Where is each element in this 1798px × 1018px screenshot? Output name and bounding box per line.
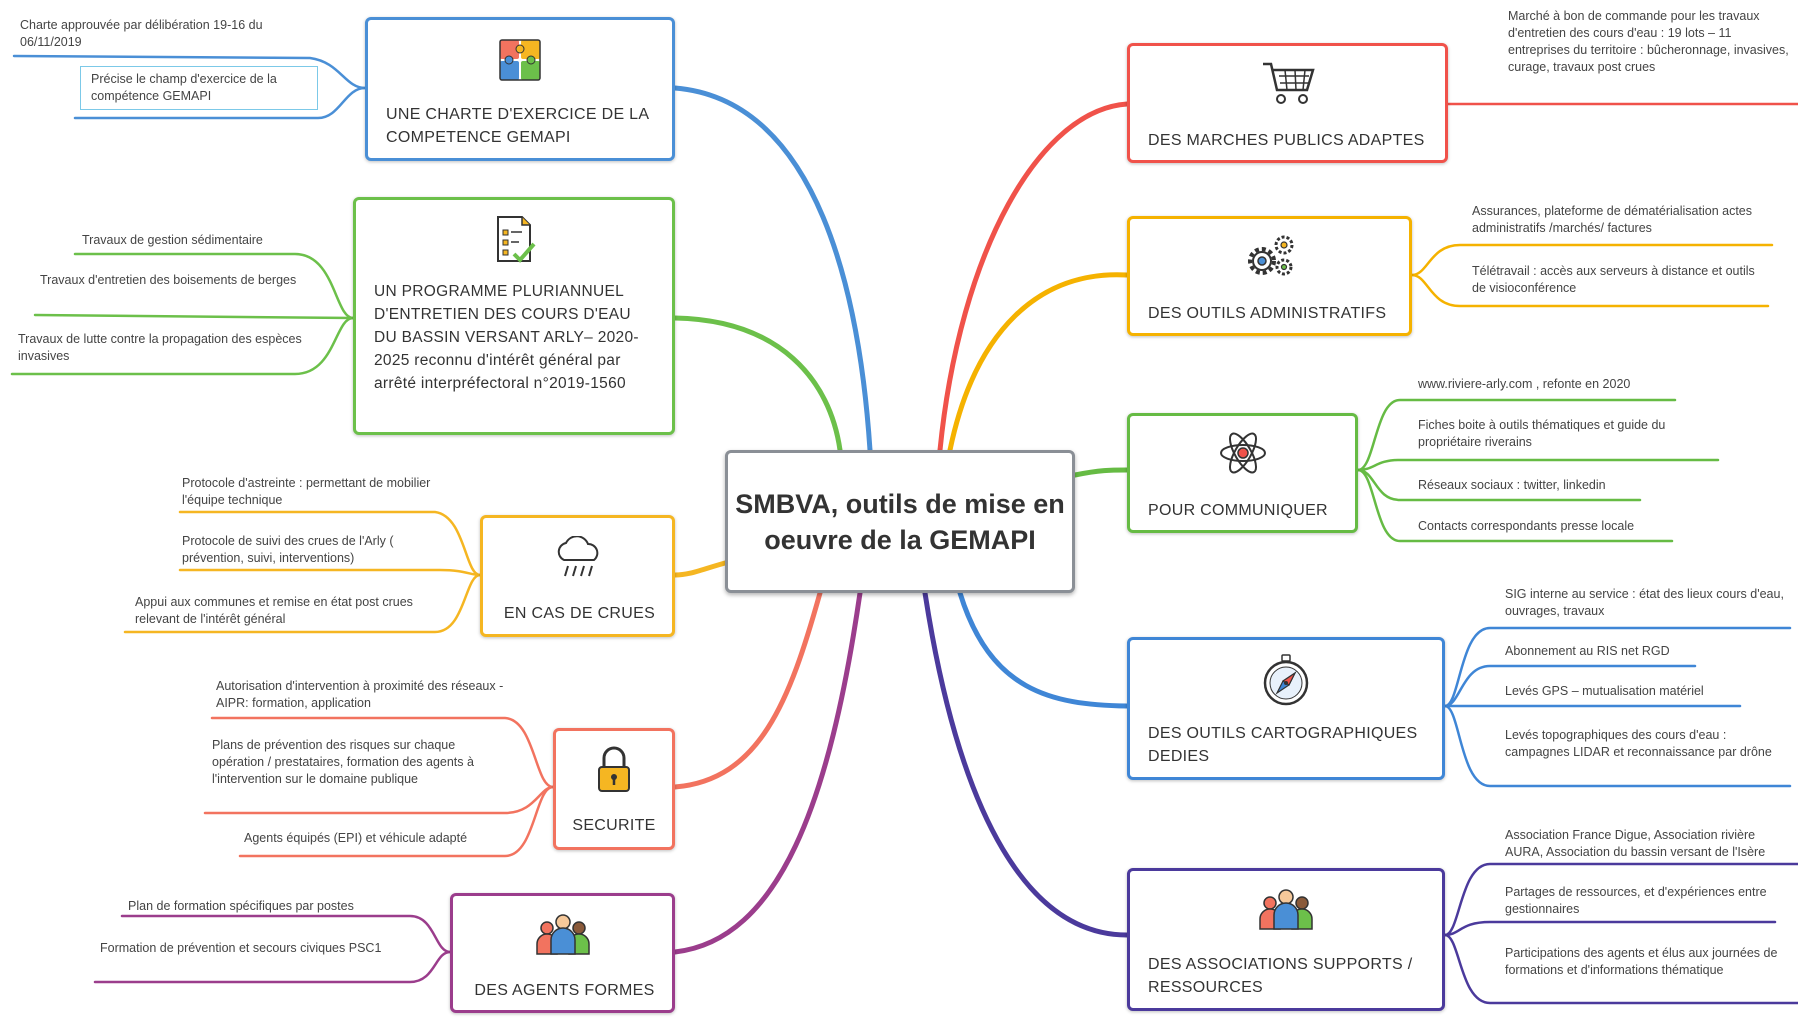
shopping-cart-icon: [1262, 62, 1315, 104]
branch-admin-title: DES OUTILS ADMINISTRATIFS: [1148, 305, 1387, 322]
padlock-icon: [598, 746, 630, 792]
branch-agents-title: DES AGENTS FORMES: [474, 982, 655, 999]
branch-charte[interactable]: UNE CHARTE D'EXERCICE DE LA COMPETENCE G…: [365, 17, 675, 161]
team-icon: [535, 914, 590, 955]
branch-communiquer[interactable]: POUR COMMUNIQUER: [1127, 413, 1358, 533]
puzzle-icon: [499, 39, 541, 81]
branch-crues-title: EN CAS DE CRUES: [503, 605, 656, 622]
link-communiquer: [1072, 467, 1130, 478]
link-charte: [672, 85, 873, 453]
branch-marches-title: DES MARCHES PUBLICS ADAPTES: [1148, 132, 1425, 149]
link-associations: [922, 590, 1130, 938]
link-crues: [672, 560, 728, 578]
branch-associations[interactable]: DES ASSOCIATIONS SUPPORTS / RESSOURCES: [1127, 868, 1445, 1011]
branch-marches[interactable]: DES MARCHES PUBLICS ADAPTES: [1127, 43, 1448, 163]
branch-admin[interactable]: DES OUTILS ADMINISTRATIFS: [1127, 216, 1412, 336]
leaf-charte-2[interactable]: Précise le champ d'exercice de la compét…: [80, 66, 318, 110]
leaf-securite-3[interactable]: Agents équipés (EPI) et véhicule adapté: [244, 831, 468, 845]
leaf-charte-1[interactable]: Charte approuvée par délibération 19-16 …: [20, 18, 263, 49]
leaf-carto-4[interactable]: Levés topographiques des cours d'eau : c…: [1505, 728, 1772, 759]
branch-communiquer-title: POUR COMMUNIQUER: [1148, 502, 1328, 519]
programme-leaf-lines: [10, 252, 355, 376]
link-agents: [672, 590, 863, 955]
communiquer-leaf-lines: [1356, 398, 1720, 543]
atom-icon: [1219, 432, 1266, 474]
branch-crues[interactable]: EN CAS DE CRUES: [480, 515, 675, 637]
branch-charte-title: UNE CHARTE D'EXERCICE DE LA COMPETENCE G…: [386, 106, 649, 146]
compass-icon: [1263, 654, 1309, 706]
branch-programme-title: UN PROGRAMME PLURIANNUEL D'ENTRETIEN DES…: [374, 283, 639, 392]
leaf-carto-1[interactable]: SIG interne au service : état des lieux …: [1505, 587, 1784, 618]
leaf-admin-1[interactable]: Assurances, plateforme de dématérialisat…: [1472, 204, 1753, 235]
branch-carto-title: DES OUTILS CARTOGRAPHIQUES DEDIES: [1148, 725, 1418, 765]
leaf-communiquer-1[interactable]: www.riviere-arly.com , refonte en 2020: [1418, 377, 1631, 391]
leaf-programme-2[interactable]: Travaux d'entretien des boisements de be…: [40, 273, 297, 287]
leaf-programme-3[interactable]: Travaux de lutte contre la propagation d…: [18, 332, 302, 363]
leaf-crues-3[interactable]: Appui aux communes et remise en état pos…: [135, 595, 413, 626]
securite-leaf-lines: [203, 716, 555, 858]
rain-cloud-icon: [557, 536, 598, 577]
leaf-agents-2[interactable]: Formation de prévention et secours civiq…: [100, 941, 382, 955]
leaf-associations-3[interactable]: Participations des agents et élus aux jo…: [1505, 946, 1778, 977]
leaf-securite-2[interactable]: Plans de prévention des risques sur chaq…: [212, 738, 474, 786]
link-carto: [957, 590, 1130, 709]
leaf-carto-3[interactable]: Levés GPS – mutualisation matériel: [1505, 684, 1704, 698]
branch-associations-title: DES ASSOCIATIONS SUPPORTS / RESSOURCES: [1148, 956, 1413, 996]
leaf-associations-1[interactable]: Association France Digue, Association ri…: [1505, 828, 1766, 859]
leaf-marches-1[interactable]: Marché à bon de commande pour les travau…: [1508, 9, 1789, 74]
charte-leaf-lines: [12, 54, 367, 120]
leaf-admin-2[interactable]: Télétravail : accès aux serveurs à dista…: [1472, 264, 1755, 295]
central-topic-title: SMBVA, outils de mise en oeuvre de la GE…: [735, 488, 1065, 555]
crues-leaf-lines: [123, 510, 482, 634]
agents-leaf-lines: [93, 914, 452, 984]
leaf-programme-1[interactable]: Travaux de gestion sédimentaire: [82, 233, 263, 247]
leaf-crues-1[interactable]: Protocole d'astreinte : permettant de mo…: [182, 476, 431, 507]
leaf-communiquer-2[interactable]: Fiches boite à outils thématiques et gui…: [1418, 418, 1666, 449]
admin-leaf-lines: [1410, 243, 1774, 308]
branch-agents[interactable]: DES AGENTS FORMES: [450, 893, 675, 1013]
branch-programme[interactable]: UN PROGRAMME PLURIANNUEL D'ENTRETIEN DES…: [353, 197, 675, 435]
associations-leaf-lines: [1443, 862, 1798, 1005]
checklist-icon: [497, 216, 536, 263]
leaf-agents-1[interactable]: Plan de formation spécifiques par postes: [128, 899, 354, 913]
branch-carto[interactable]: DES OUTILS CARTOGRAPHIQUES DEDIES: [1127, 637, 1445, 780]
leaf-carto-2[interactable]: Abonnement au RIS net RGD: [1505, 644, 1670, 658]
link-securite: [672, 590, 823, 790]
leaf-communiquer-4[interactable]: Contacts correspondants presse locale: [1418, 519, 1635, 533]
branch-securite-title: SECURITE: [572, 817, 656, 834]
branch-securite[interactable]: SECURITE: [553, 728, 675, 850]
gears-icon: [1247, 235, 1293, 276]
link-admin: [947, 272, 1130, 453]
leaf-associations-2[interactable]: Partages de ressources, et d'expériences…: [1505, 885, 1767, 916]
link-programme: [672, 315, 843, 453]
leaf-crues-2[interactable]: Protocole de suivi des crues de l'Arly (…: [182, 534, 394, 565]
central-topic[interactable]: SMBVA, outils de mise en oeuvre de la GE…: [725, 450, 1075, 593]
team-icon: [1259, 889, 1313, 930]
leaf-communiquer-3[interactable]: Réseaux sociaux : twitter, linkedin: [1418, 478, 1606, 492]
leaf-securite-1[interactable]: Autorisation d'intervention à proximité …: [216, 679, 504, 710]
link-marches: [937, 101, 1130, 453]
carto-leaf-lines: [1443, 626, 1792, 788]
